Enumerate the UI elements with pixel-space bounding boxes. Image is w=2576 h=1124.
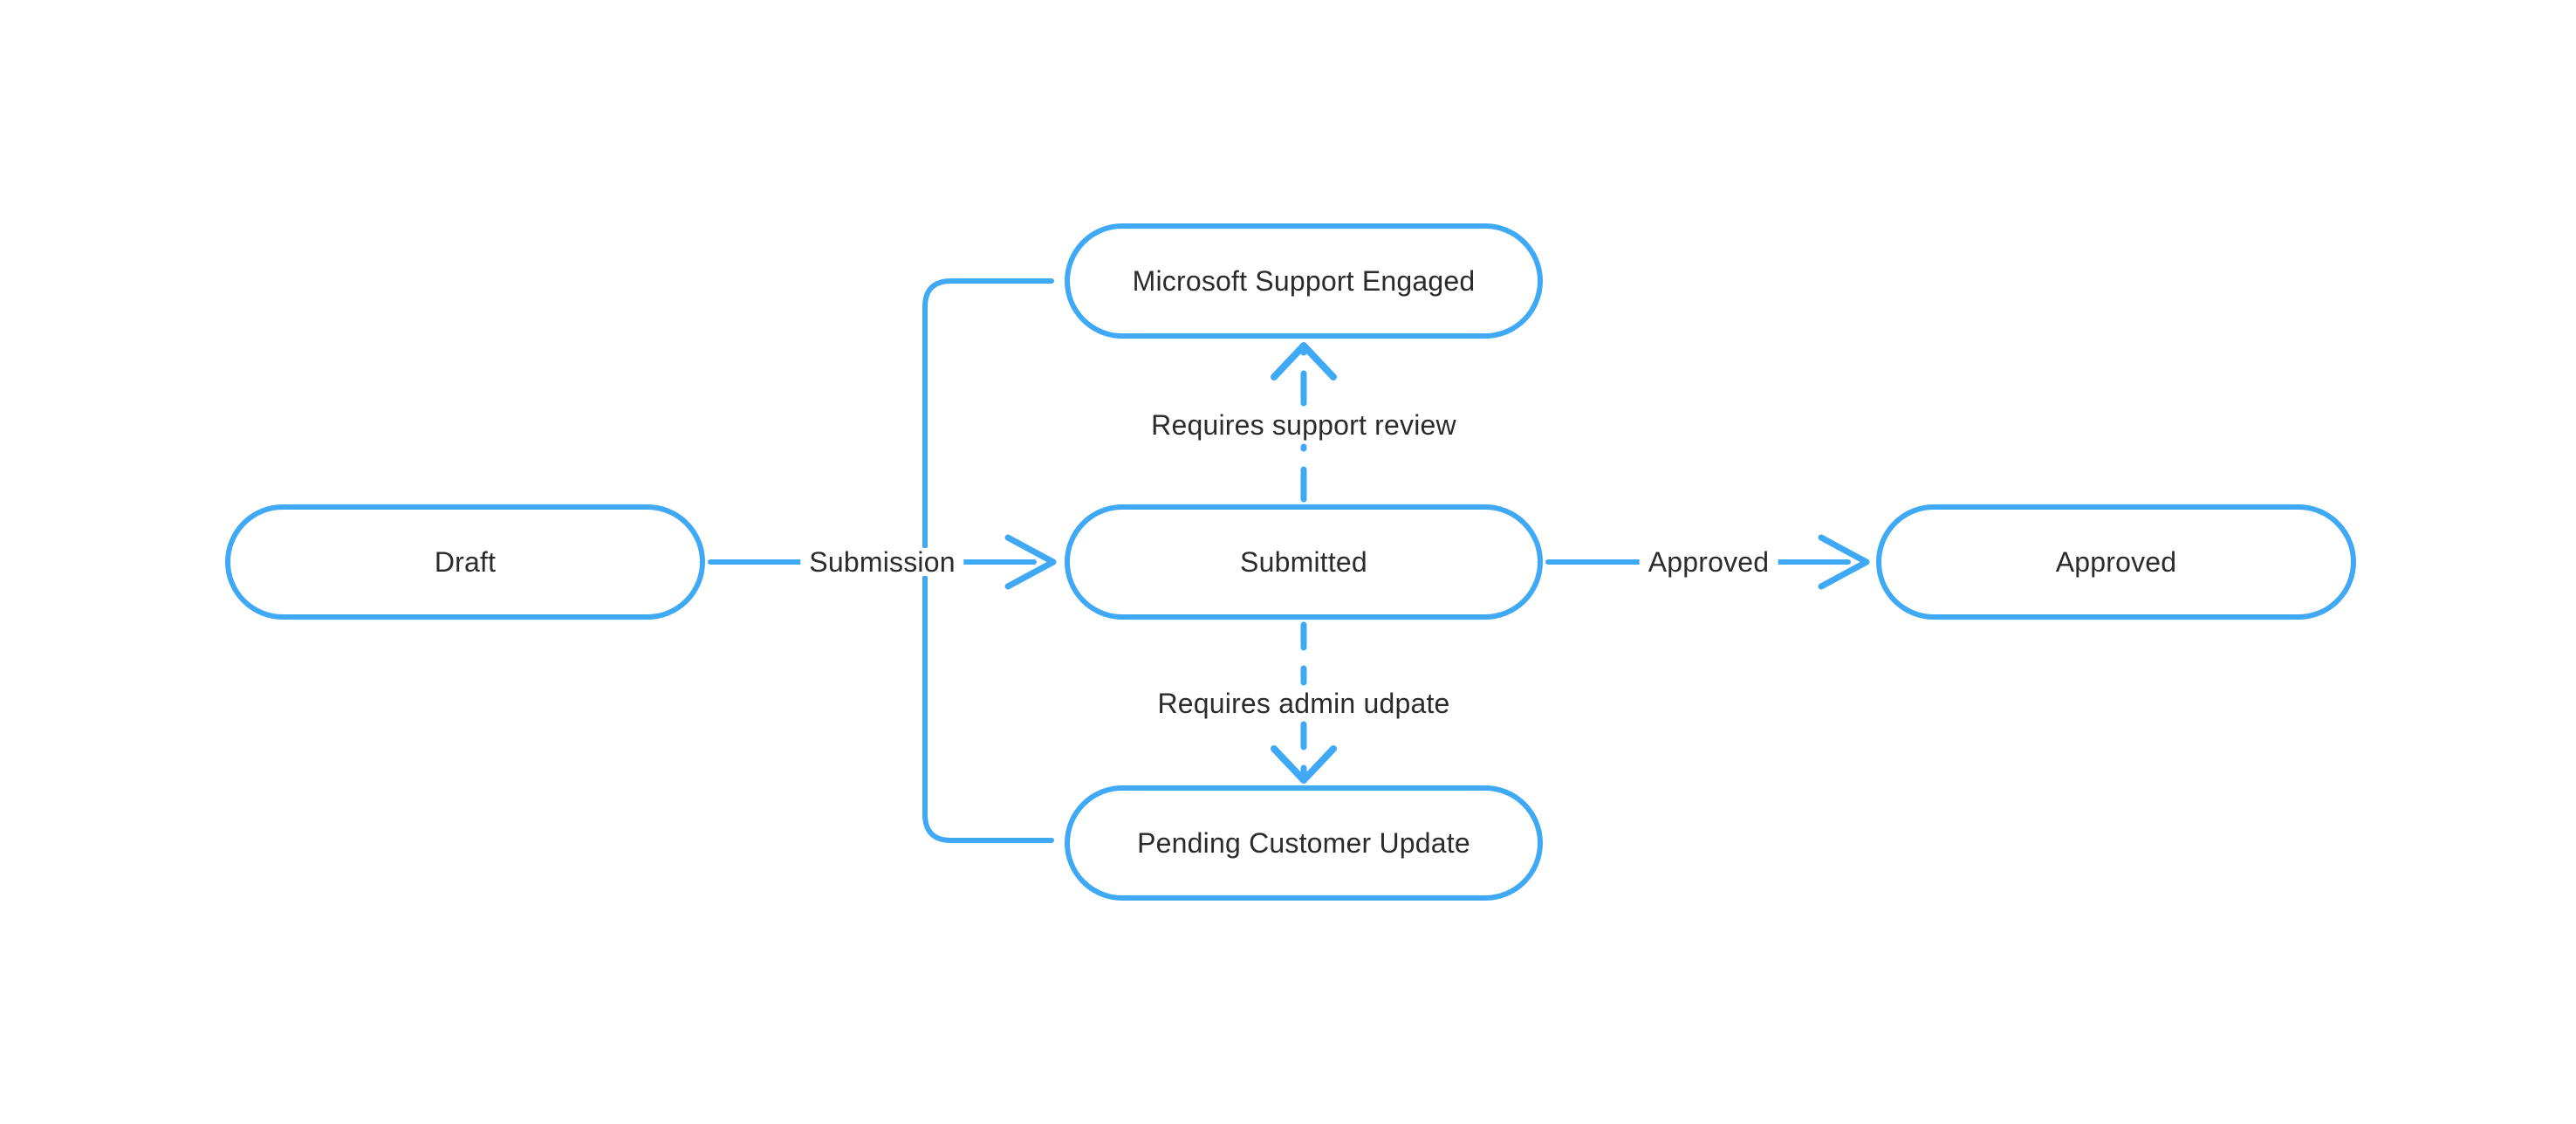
node-pending-customer-update[interactable]: Pending Customer Update — [1065, 785, 1543, 901]
node-draft[interactable]: Draft — [225, 504, 705, 620]
node-microsoft-support-engaged-label: Microsoft Support Engaged — [1132, 265, 1476, 297]
arrowhead-into-submitted — [1004, 534, 1057, 590]
node-submitted[interactable]: Submitted — [1065, 504, 1543, 620]
arrowhead-into-approved — [1818, 534, 1870, 590]
edge-branch-to-pending-customer-update — [922, 575, 1054, 843]
edge-label-approved: Approved — [1639, 548, 1778, 576]
edge-label-submission: Submission — [800, 548, 964, 576]
node-approved[interactable]: Approved — [1876, 504, 2356, 620]
node-draft-label: Draft — [434, 546, 497, 578]
edge-label-requires-support-review: Requires support review — [1142, 411, 1465, 439]
arrowhead-into-pending-customer-update — [1271, 745, 1337, 784]
node-microsoft-support-engaged[interactable]: Microsoft Support Engaged — [1065, 223, 1543, 339]
edge-label-requires-admin-update: Requires admin udpate — [1148, 689, 1459, 717]
node-approved-label: Approved — [2055, 546, 2177, 578]
arrowhead-into-microsoft-support-engaged — [1271, 342, 1337, 380]
node-submitted-label: Submitted — [1240, 546, 1367, 578]
edge-branch-to-microsoft-support-engaged — [922, 278, 1054, 549]
node-pending-customer-update-label: Pending Customer Update — [1137, 827, 1470, 859]
